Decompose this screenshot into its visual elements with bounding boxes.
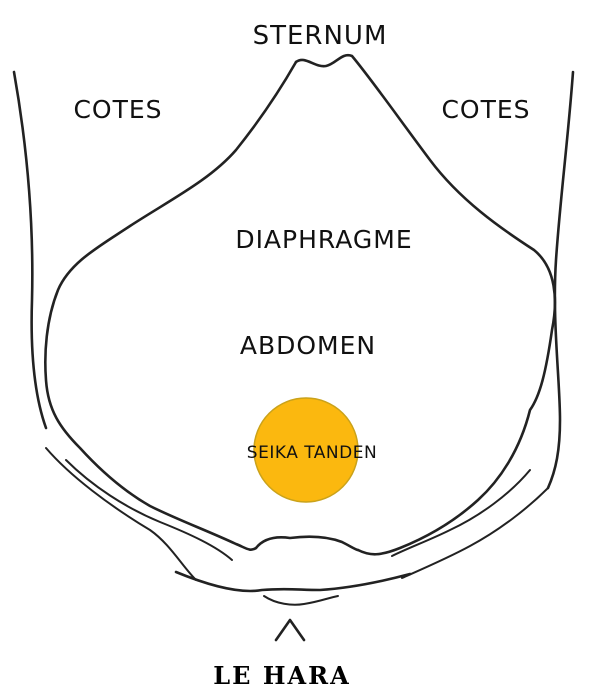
cotes-right-label: COTES — [441, 95, 530, 124]
navel-area-curve — [264, 596, 338, 605]
left-groin-line — [46, 448, 196, 580]
le-hara-title: LE HARA — [213, 661, 350, 690]
cotes-left-label: COTES — [73, 95, 162, 124]
seika-tanden-label: SEIKA TANDEN — [247, 443, 377, 463]
pubic-curve — [256, 537, 358, 550]
sternum-label: STERNUM — [253, 21, 388, 51]
torso-left-side — [14, 72, 46, 428]
left-groin-line-inner — [66, 460, 232, 560]
caret-mark — [276, 620, 304, 640]
lower-hip-curve — [176, 572, 410, 591]
abdomen-label: ABDOMEN — [240, 331, 376, 360]
diaphragme-label: DIAPHRAGME — [235, 225, 412, 254]
